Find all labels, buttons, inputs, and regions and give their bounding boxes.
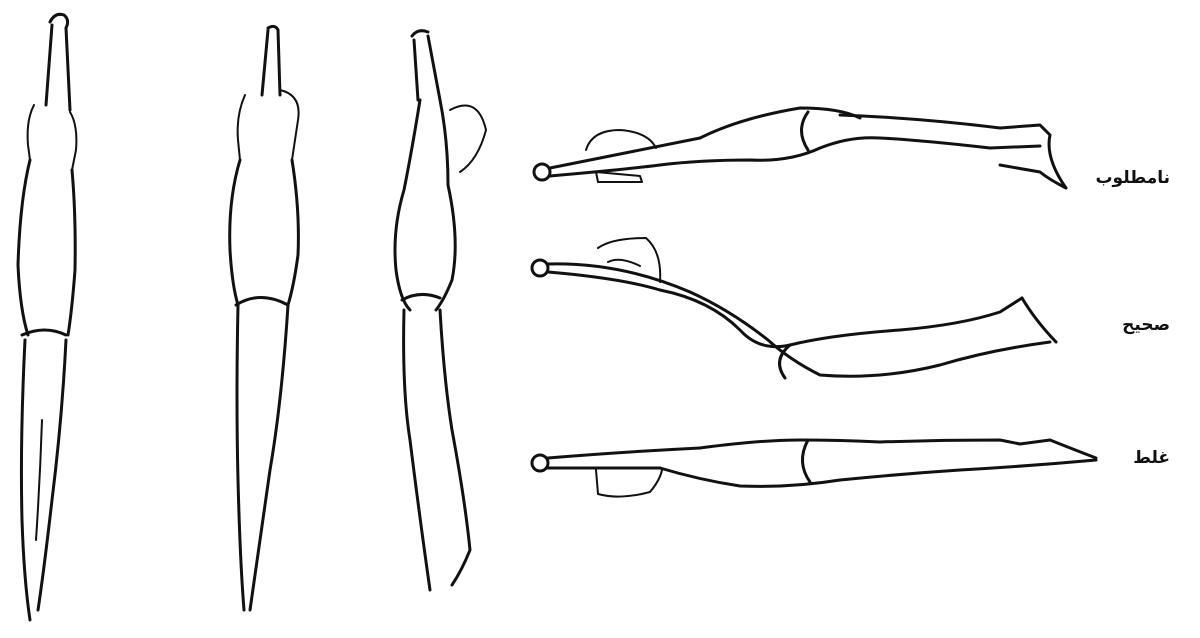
swimmer-horizontal-undesirable xyxy=(534,108,1066,188)
label-undesirable: نامطلوب xyxy=(1095,168,1170,188)
label-correct: صحیح xyxy=(1122,315,1170,335)
label-wrong: غلط xyxy=(1133,448,1170,468)
swimmer-front-view-1 xyxy=(18,14,76,620)
swimmer-front-view-2 xyxy=(230,26,299,610)
swimmer-side-view-3 xyxy=(395,31,486,590)
swimmer-horizontal-wrong xyxy=(532,440,1096,497)
swimmer-horizontal-correct xyxy=(532,238,1056,378)
